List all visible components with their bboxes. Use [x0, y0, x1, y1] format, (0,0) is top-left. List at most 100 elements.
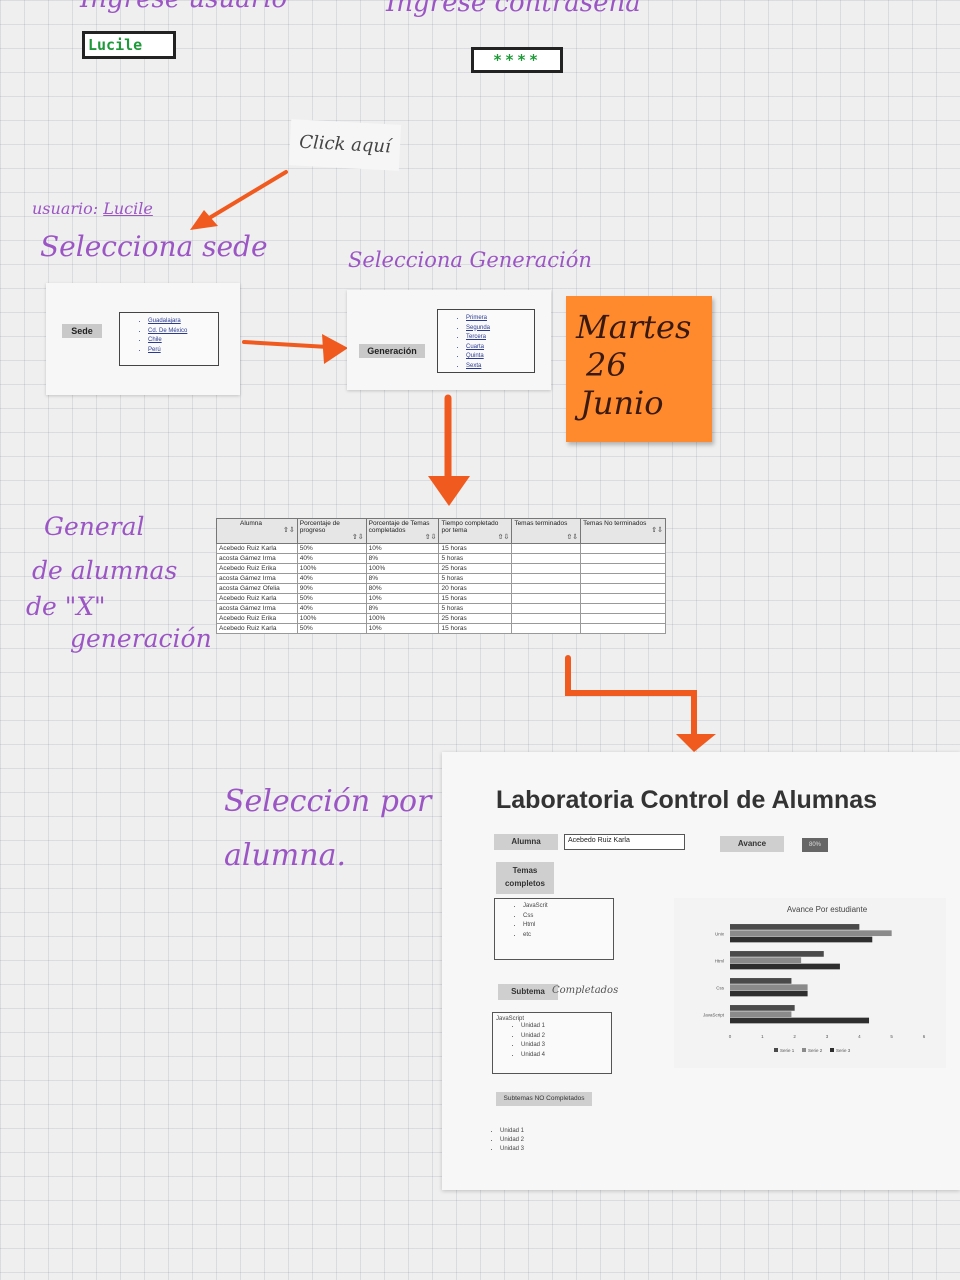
chart-bar: [730, 984, 808, 991]
chart-title: Avance Por estudiante: [787, 905, 868, 914]
col-alumna-label: Alumna: [239, 520, 263, 527]
col-header-alumna[interactable]: Alumna ⇧⇩: [216, 518, 298, 544]
cell-temas: 100%: [365, 563, 440, 574]
col-temas-label: Porcentaje de Temas completados: [368, 520, 430, 534]
sort-arrows-icon[interactable]: ⇧⇩: [651, 527, 663, 534]
cell-alumna: Acebedo Ruiz Karla: [216, 623, 298, 634]
cell-progreso: 90%: [296, 583, 367, 594]
sede-option[interactable]: Chile: [148, 336, 218, 346]
sort-arrows-icon[interactable]: ⇧⇩: [424, 534, 437, 541]
sticky-day: Martes: [576, 308, 692, 346]
sort-arrows-icon[interactable]: ⇧⇩: [497, 534, 510, 541]
col-header-temas[interactable]: Porcentaje de Temas completados⇧⇩: [365, 518, 440, 544]
avance-value: 80%: [802, 838, 828, 852]
cell-progreso: 40%: [296, 573, 367, 584]
temas-list: JavaScrit Css Html etc: [494, 898, 614, 960]
no-completado-item: Unidad 2: [500, 1136, 572, 1145]
alumna-label: Alumna: [494, 834, 558, 850]
chart-category-label: Css: [716, 986, 724, 991]
cell-progreso: 100%: [296, 563, 367, 574]
password-field[interactable]: ****: [471, 47, 563, 73]
col-tiempo-label: Tiempo completado por tema: [441, 520, 499, 534]
cell-temas: 80%: [365, 583, 440, 594]
col-progreso-label: Porcentaje de progreso: [299, 520, 340, 534]
arrow-click-to-user: [204, 170, 288, 222]
cell-temas: 8%: [365, 573, 440, 584]
sticky-number: 26: [586, 346, 627, 384]
alumna-field[interactable]: Acebedo Ruiz Karla: [564, 834, 685, 850]
sede-list[interactable]: Guadalajara Cd. De México Chile Perú: [119, 312, 219, 366]
sort-arrows-icon[interactable]: ⇧⇩: [566, 534, 579, 541]
col-header-tiempo[interactable]: Tiempo completado por tema⇧⇩: [438, 518, 513, 544]
lab-title: Laboratoria Control de Alumnas: [496, 786, 878, 814]
cell-no-terminados: [580, 573, 666, 584]
generacion-option[interactable]: Segunda: [466, 324, 534, 334]
cell-temas: 8%: [365, 553, 440, 564]
generacion-option[interactable]: Tercera: [466, 333, 534, 343]
cell-no-terminados: [580, 613, 666, 624]
col-header-no-terminados[interactable]: Temas No terminados⇧⇩: [580, 518, 666, 544]
tema-item: Css: [523, 912, 613, 922]
password-heading: Ingrese contraseña: [386, 0, 641, 18]
temas-label: Temas completos: [496, 862, 554, 894]
generacion-button[interactable]: Generación: [359, 344, 425, 358]
col-header-terminados[interactable]: Temas terminados ⇧⇩: [511, 518, 582, 544]
generacion-option[interactable]: Primera: [466, 314, 534, 324]
cell-terminados: [511, 593, 582, 604]
user-label-line: usuario: Lucile: [32, 199, 153, 218]
cell-alumna: Acebedo Ruiz Karla: [216, 543, 298, 554]
cell-tiempo: 15 horas: [438, 593, 513, 604]
cell-progreso: 50%: [296, 593, 367, 604]
cell-terminados: [511, 623, 582, 634]
user-label: usuario:: [32, 199, 99, 218]
students-table: Alumna ⇧⇩ Porcentaje de progreso ⇧⇩ Porcen…: [216, 518, 666, 634]
cell-tiempo: 15 horas: [438, 623, 513, 634]
generacion-list[interactable]: Primera Segunda Tercera Cuarta Quinta Se…: [437, 309, 535, 373]
cell-tiempo: 20 horas: [438, 583, 513, 594]
username-value: Lucile: [88, 36, 143, 54]
generacion-option[interactable]: Cuarta: [466, 343, 534, 353]
cell-alumna: acosta Gámez Irma: [216, 573, 298, 584]
select-gen-title: Selecciona Generación: [348, 248, 592, 272]
password-value: ****: [492, 51, 542, 69]
col-header-progreso[interactable]: Porcentaje de progreso ⇧⇩: [296, 518, 367, 544]
progress-chart-svg: Avance Por estudianteJavaScriptCssHtmlUn…: [674, 898, 946, 1068]
cell-tiempo: 25 horas: [438, 563, 513, 574]
chart-x-tick: 4: [858, 1034, 861, 1039]
sort-arrows-icon[interactable]: ⇧⇩: [283, 527, 295, 534]
sede-button[interactable]: Sede: [62, 324, 102, 338]
chart-legend-label: Serie 2: [808, 1048, 823, 1053]
general-caption-1: General: [44, 512, 145, 541]
sede-option[interactable]: Guadalajara: [148, 317, 218, 327]
subtema-label: Subtema: [498, 984, 558, 1000]
subtema-item: Unidad 1: [521, 1022, 611, 1032]
subtema-item: Unidad 4: [521, 1051, 611, 1061]
generacion-option[interactable]: Sexta: [466, 362, 534, 372]
chart-legend-label: Serie 1: [780, 1048, 795, 1053]
chart-legend-swatch: [802, 1048, 806, 1052]
cell-no-terminados: [580, 593, 666, 604]
chart-bar: [730, 936, 873, 943]
sort-arrows-icon[interactable]: ⇧⇩: [351, 534, 364, 541]
cell-temas: 10%: [365, 623, 440, 634]
general-caption-2: de alumnas: [32, 556, 178, 585]
cell-terminados: [511, 563, 582, 574]
sede-option[interactable]: Perú: [148, 346, 218, 356]
username-field[interactable]: Lucile: [82, 31, 176, 59]
generacion-option[interactable]: Quinta: [466, 352, 534, 362]
general-caption-3: de "X": [26, 592, 106, 621]
col-terminados-label: Temas terminados: [514, 520, 568, 527]
cell-temas: 100%: [365, 613, 440, 624]
sede-option[interactable]: Cd. De México: [148, 327, 218, 337]
chart-bar: [730, 1011, 792, 1018]
chart-background: [674, 898, 946, 1068]
chart-category-label: Html: [715, 959, 724, 964]
cell-terminados: [511, 543, 582, 554]
chart-bar: [730, 951, 824, 957]
cell-temas: 10%: [365, 543, 440, 554]
